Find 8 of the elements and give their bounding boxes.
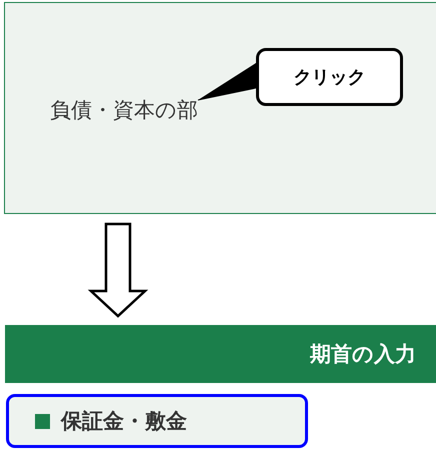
item-title: 保証金・敷金 [61,408,187,434]
callout-pointer [198,62,256,100]
item-box [6,394,308,448]
block-arrow [88,222,148,318]
panel [4,2,436,214]
callout-box: クリック [256,48,403,106]
section-label: 負債・資本の部 [50,97,198,123]
header-bar: 期首の入力 [5,325,436,383]
